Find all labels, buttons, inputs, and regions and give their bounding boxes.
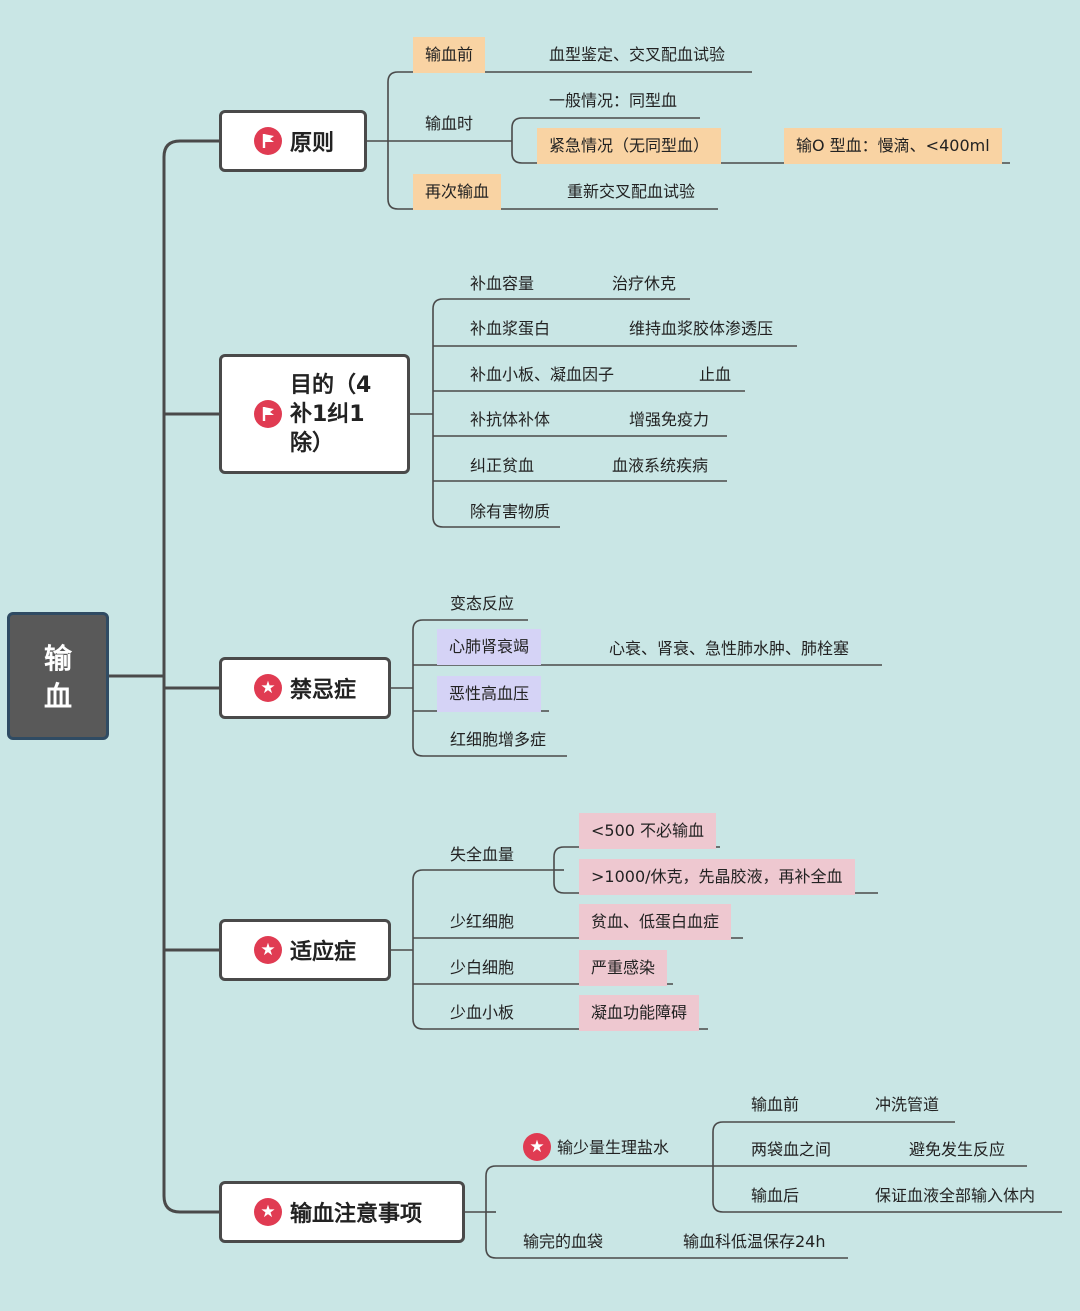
contraindication-item: 变态反应 xyxy=(450,594,515,613)
principle-node[interactable]: 原则 xyxy=(219,110,367,172)
notes-saline-item-label: 两袋血之间 xyxy=(751,1140,832,1159)
purpose-item-label: 除有害物质 xyxy=(470,502,551,521)
notes-bag-label: 输完的血袋 xyxy=(523,1232,604,1251)
indication-item-label: 少血小板 xyxy=(450,1003,515,1022)
principle-title: 原则 xyxy=(290,131,335,156)
star-icon: ★ xyxy=(254,674,282,702)
star-icon: ★ xyxy=(523,1133,551,1161)
purpose-item-value: 治疗休克 xyxy=(612,274,677,293)
contraindication-item: 红细胞增多症 xyxy=(450,730,547,749)
contraindication-item: 心肺肾衰竭 xyxy=(437,629,542,665)
indication-item-value: 严重感染 xyxy=(579,950,668,986)
principle-normal-label: 一般情况：同型血 xyxy=(549,91,678,110)
principle-emergency-value: 输O 型血：慢滴、<400ml xyxy=(784,128,1002,164)
notes-saline-item-value: 保证血液全部输入体内 xyxy=(875,1186,1036,1205)
indication-loss-large: >1000/休克，先晶胶液，再补全血 xyxy=(579,859,855,895)
star-icon: ★ xyxy=(254,1198,282,1226)
flag-icon xyxy=(254,400,282,428)
notes-node[interactable]: ★ 输血注意事项 xyxy=(219,1181,465,1243)
contraindication-node[interactable]: ★ 禁忌症 xyxy=(219,657,391,719)
principle-before-label: 输血前 xyxy=(413,37,486,73)
notes-saline-item-label: 输血前 xyxy=(751,1095,800,1114)
purpose-item-value: 维持血浆胶体渗透压 xyxy=(629,319,774,338)
purpose-item-value: 止血 xyxy=(699,365,732,384)
contraindication-title: 禁忌症 xyxy=(290,678,357,703)
notes-saline: 输少量生理盐水 xyxy=(557,1138,670,1157)
star-icon: ★ xyxy=(254,936,282,964)
notes-saline-item-value: 避免发生反应 xyxy=(909,1140,1006,1159)
contraindication-detail: 心衰、肾衰、急性肺水肿、肺栓塞 xyxy=(609,639,850,658)
principle-before-value: 血型鉴定、交叉配血试验 xyxy=(549,45,726,64)
purpose-item-label: 补血容量 xyxy=(470,274,535,293)
purpose-item-value: 增强免疫力 xyxy=(629,410,710,429)
indication-item-value: 贫血、低蛋白血症 xyxy=(579,904,732,940)
purpose-item-label: 补抗体补体 xyxy=(470,410,551,429)
root-title-line1: 输 xyxy=(43,642,72,675)
principle-during-label: 输血时 xyxy=(425,114,474,133)
notes-title: 输血注意事项 xyxy=(290,1202,423,1227)
purpose-title: 目的（4 补1纠1 除） xyxy=(290,372,372,456)
principle-emergency-label: 紧急情况（无同型血） xyxy=(537,128,722,164)
purpose-item-label: 补血浆蛋白 xyxy=(470,319,551,338)
root-title-line2: 血 xyxy=(43,680,72,713)
root-node[interactable]: 输 血 xyxy=(7,612,109,740)
indication-blood-loss: 失全血量 xyxy=(450,845,515,864)
purpose-item-label: 补血小板、凝血因子 xyxy=(470,365,615,384)
indication-item-value: 凝血功能障碍 xyxy=(579,995,700,1031)
principle-again-value: 重新交叉配血试验 xyxy=(567,182,696,201)
indication-item-label: 少红细胞 xyxy=(450,912,515,931)
indication-title: 适应症 xyxy=(290,940,357,965)
flag-icon xyxy=(254,127,282,155)
notes-saline-item-label: 输血后 xyxy=(751,1186,800,1205)
indication-node[interactable]: ★ 适应症 xyxy=(219,919,391,981)
purpose-item-label: 纠正贫血 xyxy=(470,456,535,475)
notes-bag-value: 输血科低温保存24h xyxy=(683,1232,826,1251)
contraindication-item: 恶性高血压 xyxy=(437,676,542,712)
principle-again-label: 再次输血 xyxy=(413,174,502,210)
indication-loss-small: <500 不必输血 xyxy=(579,813,717,849)
notes-saline-item-value: 冲洗管道 xyxy=(875,1095,940,1114)
indication-item-label: 少白细胞 xyxy=(450,958,515,977)
purpose-item-value: 血液系统疾病 xyxy=(612,456,709,475)
purpose-node[interactable]: 目的（4 补1纠1 除） xyxy=(219,354,410,474)
